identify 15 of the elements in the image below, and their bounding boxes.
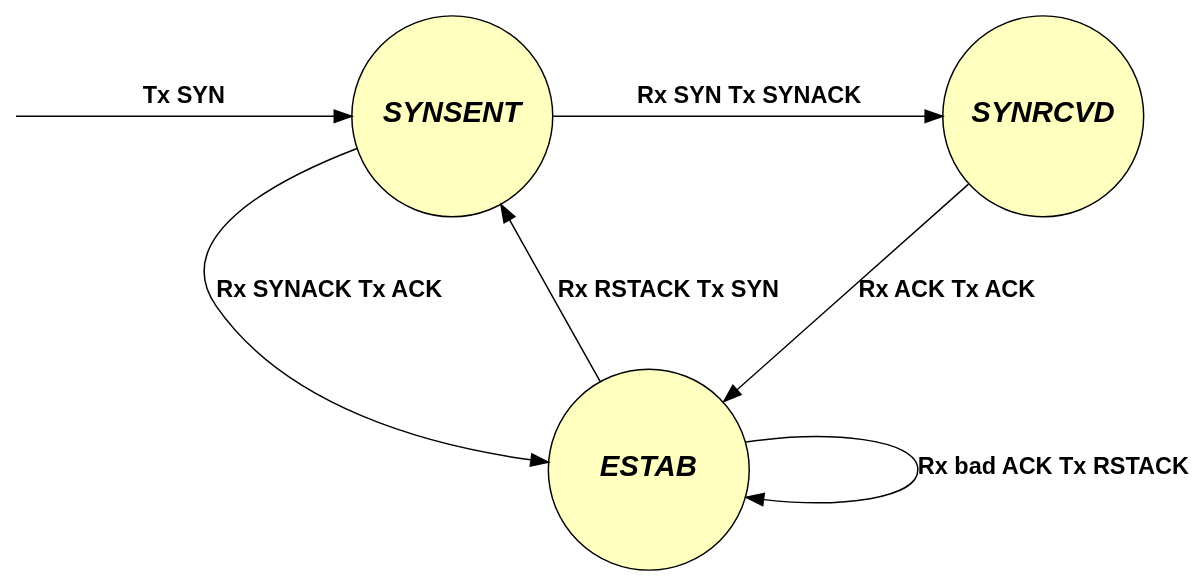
arrow [743,435,919,507]
edge-label: Tx SYN [142,81,225,108]
node-circle: SYNSENT [351,14,554,217]
node-circle: ESTAB [547,368,750,571]
arrow [499,201,601,382]
arrow [552,108,945,123]
arrow [203,147,551,467]
edge-label: Rx RSTACK Tx SYN [557,275,779,302]
edge-label: Rx ACK Tx ACK [858,275,1036,302]
edge-label: Rx bad ACK Tx RSTACK [917,452,1189,479]
arrow [722,182,970,403]
edge-label: Rx SYNACK Tx ACK [216,275,443,302]
arrow [15,108,355,123]
node-circle: SYNRCVD [942,14,1145,217]
edge-label: Rx SYN Tx SYNACK [637,81,862,108]
